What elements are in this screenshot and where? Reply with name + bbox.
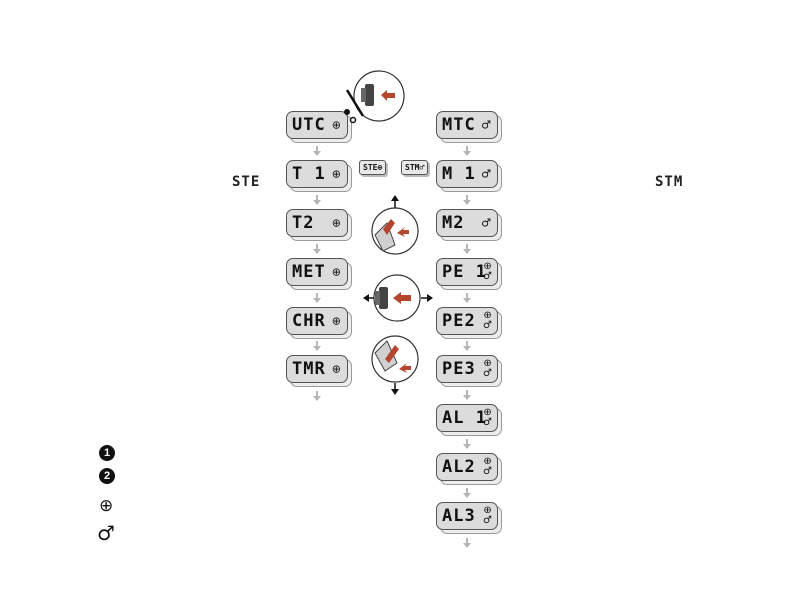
down-arrow-icon (462, 195, 472, 205)
mars-symbol: ♂ (483, 321, 492, 331)
mars-symbol: ♂ (481, 169, 491, 180)
mode-name: CHR (292, 313, 326, 330)
crown-turn-icon (365, 195, 425, 257)
mode-name: AL 1 (442, 410, 487, 427)
mode-name: MTC (442, 117, 476, 134)
earth-symbol: ⊕ (332, 218, 341, 229)
mode-name: UTC (292, 117, 326, 134)
crown-pull-push-icon (363, 273, 433, 323)
mode-name: AL3 (442, 508, 476, 525)
mars-symbol: ♂ (483, 418, 492, 428)
mode-name: T2 (292, 215, 314, 232)
earth-symbol-icon: ⊕ (99, 496, 113, 516)
mars-symbol-icon: ♂ (97, 521, 115, 545)
down-arrow-icon (462, 488, 472, 498)
down-arrow-icon (312, 244, 322, 254)
earth-symbol: ⊕ (332, 316, 341, 327)
down-arrow-icon (462, 439, 472, 449)
mode-display-utc: UTC ⊕ (286, 111, 350, 141)
down-arrow-icon (312, 146, 322, 156)
switch-to-mars-chip: STM♂ (401, 160, 428, 175)
mode-display-al2: AL2⊕♂ (436, 453, 500, 483)
crown-push-icon (345, 70, 407, 126)
mode-name: M 1 (442, 166, 476, 183)
down-arrow-icon (312, 391, 322, 401)
earth-symbol: ⊕ (332, 364, 341, 375)
mode-display-mtc: MTC ♂ (436, 111, 500, 141)
mars-symbol: ♂ (483, 467, 492, 477)
mars-symbol: ♂ (481, 120, 491, 131)
mode-name: PE3 (442, 361, 476, 378)
switch-to-earth-chip: STE⊕ (359, 160, 386, 175)
mode-display-al3: AL3⊕♂ (436, 502, 500, 532)
mode-name: MET (292, 264, 326, 281)
mars-symbol: ♂ (483, 369, 492, 379)
mode-display-m1: M 1 ♂ (436, 160, 500, 190)
mode-name: PE 1 (442, 264, 487, 281)
step-two-badge: 2 (99, 468, 115, 484)
legend-item-1: 1 (99, 445, 115, 461)
down-arrow-icon (462, 390, 472, 400)
mars-symbol: ♂ (483, 516, 492, 526)
mode-name: PE2 (442, 313, 476, 330)
earth-symbol: ⊕ (332, 120, 341, 131)
down-arrow-icon (312, 341, 322, 351)
legend-item-mars: ♂ (97, 521, 115, 545)
mode-display-pe1: PE 1⊕♂ (436, 258, 500, 288)
crown-turn-down-icon (365, 333, 425, 395)
mars-symbol: ♂ (483, 272, 492, 282)
mode-display-al1: AL 1⊕♂ (436, 404, 500, 434)
mars-symbol: ♂ (481, 218, 491, 229)
mode-display-pe3: PE3⊕♂ (436, 355, 500, 385)
mode-name: T 1 (292, 166, 326, 183)
mode-display-pe2: PE2⊕♂ (436, 307, 500, 337)
mode-name: TMR (292, 361, 326, 378)
mode-name: AL2 (442, 459, 476, 476)
mode-display-m2: M2 ♂ (436, 209, 500, 239)
mode-display-tmr: TMR ⊕ (286, 355, 350, 385)
legend-item-2: 2 (99, 468, 115, 484)
down-arrow-icon (312, 195, 322, 205)
earth-symbol: ⊕ (332, 169, 341, 180)
down-arrow-icon (462, 341, 472, 351)
down-arrow-icon (462, 293, 472, 303)
step-one-badge: 1 (99, 445, 115, 461)
mode-display-met: MET ⊕ (286, 258, 350, 288)
legend-item-earth: ⊕ (99, 496, 113, 516)
earth-symbol: ⊕ (332, 267, 341, 278)
mode-display-t1: T 1 ⊕ (286, 160, 350, 190)
right-mode-label: STM (655, 174, 683, 190)
down-arrow-icon (462, 538, 472, 548)
mode-display-t2: T2 ⊕ (286, 209, 350, 239)
mode-name: M2 (442, 215, 464, 232)
down-arrow-icon (462, 146, 472, 156)
mode-display-chr: CHR ⊕ (286, 307, 350, 337)
down-arrow-icon (462, 244, 472, 254)
left-mode-label: STE (232, 174, 260, 190)
down-arrow-icon (312, 293, 322, 303)
